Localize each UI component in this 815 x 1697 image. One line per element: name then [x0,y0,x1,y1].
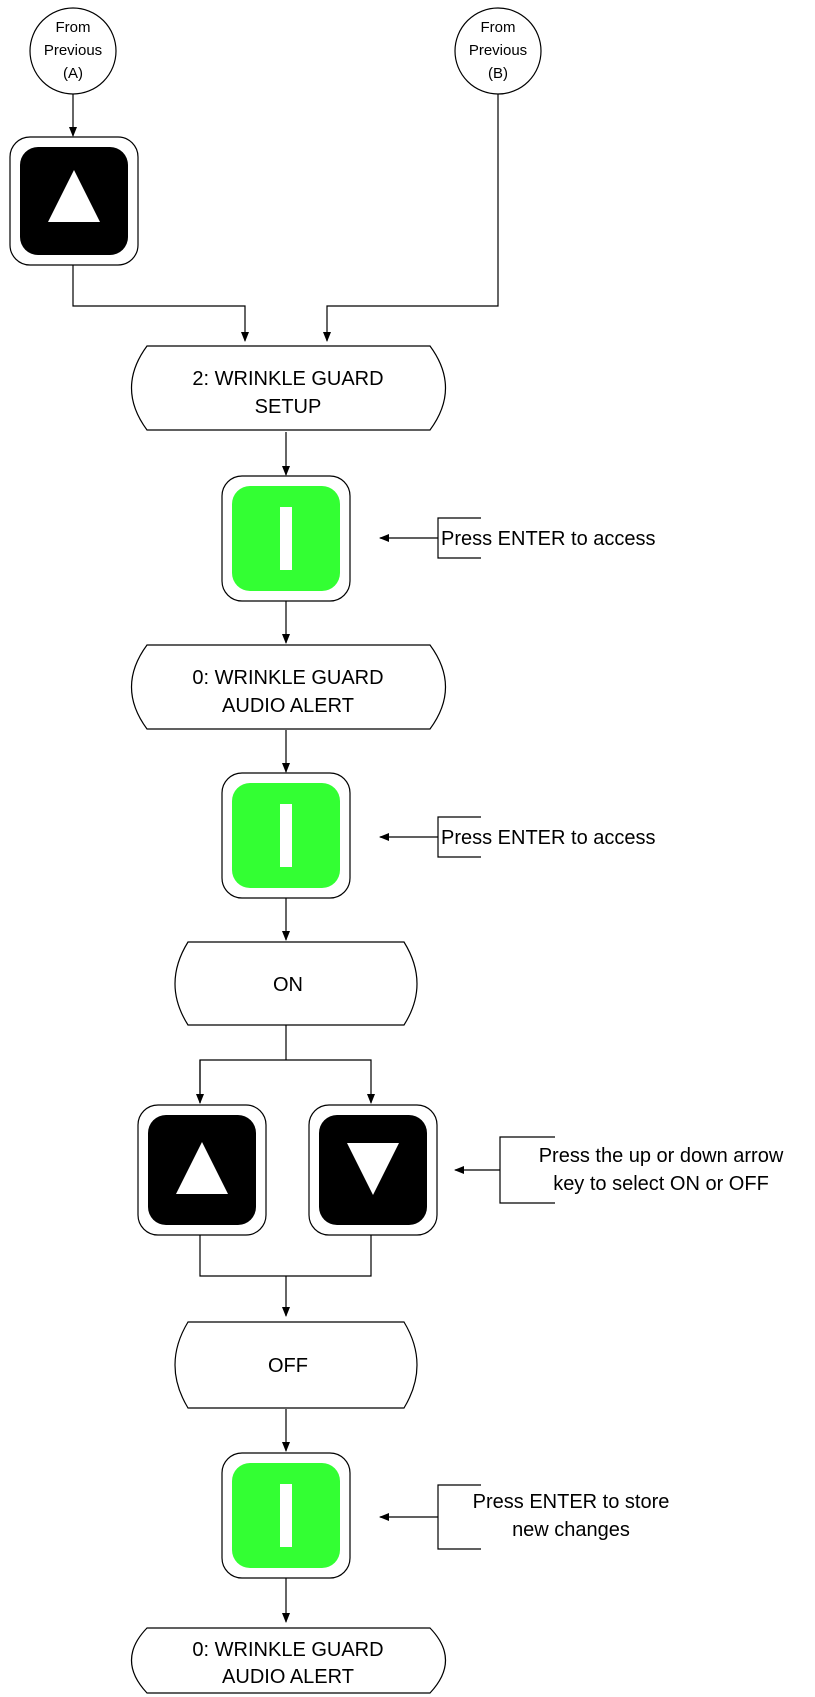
callout-enter-access-2: Press ENTER to access [379,816,656,858]
screen-on-label: ON [273,974,303,996]
enter-key-button-3 [221,1452,351,1579]
connector-a-line-1: From [56,19,91,36]
connector-lines [69,94,499,1623]
up-arrow-icon [176,1142,228,1194]
connector-a-line-3: (A) [63,65,83,82]
connector-b-line-1: From [481,19,516,36]
screen-final-line-1: 0: WRINKLE GUARD [192,1639,383,1661]
callout-up-down-arrows: Press the up or down arrow key to select… [454,1136,784,1204]
note-store-line-2: new changes [512,1519,630,1541]
enter-key-button-1 [221,475,351,602]
screen-off-label: OFF [268,1355,308,1377]
up-arrow-icon [48,170,100,222]
display-screen-final-audio-alert: 0: WRINKLE GUARD AUDIO ALERT [130,1627,447,1694]
note-store-line-1: Press ENTER to store [473,1491,670,1513]
callout-enter-access-1: Press ENTER to access [379,517,656,559]
screen-menu-line-2: SETUP [255,396,322,418]
screen-audio-line-1: 0: WRINKLE GUARD [192,667,383,689]
callout-enter-store: Press ENTER to store new changes [379,1484,670,1550]
screen-menu-line-1: 2: WRINKLE GUARD [192,368,383,390]
connector-from-previous-b: From Previous (B) [454,7,542,95]
screen-audio-line-2: AUDIO ALERT [222,695,354,717]
note-enter-access-1: Press ENTER to access [441,528,656,550]
connector-from-previous-a: From Previous (A) [29,7,117,95]
down-arrow-icon [347,1143,399,1195]
connector-a-line-2: Previous [44,42,102,59]
up-key-button-2 [137,1104,267,1236]
display-screen-off: OFF [174,1321,418,1409]
enter-bar-icon [280,507,292,570]
connector-b-line-3: (B) [488,65,508,82]
enter-bar-icon [280,1484,292,1547]
screen-final-line-2: AUDIO ALERT [222,1666,354,1688]
enter-bar-icon [280,804,292,867]
display-screen-wrinkle-guard-setup: 2: WRINKLE GUARD SETUP [130,345,447,431]
note-enter-access-2: Press ENTER to access [441,827,656,849]
up-key-button [9,136,139,266]
connector-b-line-2: Previous [469,42,527,59]
note-arrows-line-2: key to select ON or OFF [553,1173,769,1195]
down-key-button [308,1104,438,1236]
enter-key-button-2 [221,772,351,899]
display-screen-audio-alert: 0: WRINKLE GUARD AUDIO ALERT [130,644,447,730]
note-arrows-line-1: Press the up or down arrow [539,1145,784,1167]
display-screen-on: ON [174,941,418,1026]
